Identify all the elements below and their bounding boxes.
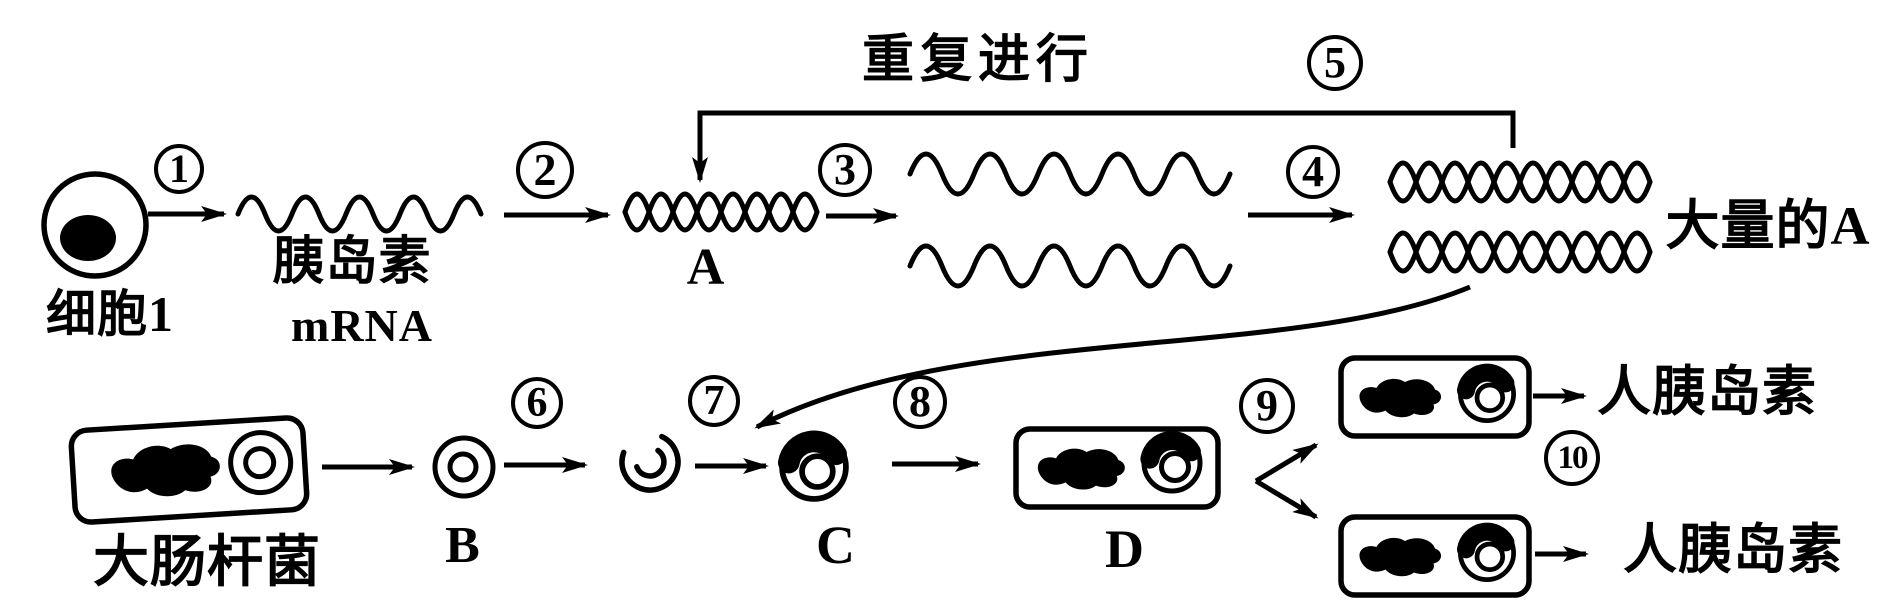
repeat-loop-arrow (692, 110, 1516, 183)
human-insulin-bottom-label: 人胰岛素 (1623, 520, 1843, 580)
daughter-bacterium-bottom-icon (1338, 514, 1532, 598)
mass-of-gene-a-helices-icon (1387, 160, 1653, 274)
insulin-mrna-label-line1: 胰岛素 (272, 234, 432, 291)
human-insulin-top-label: 人胰岛素 (1597, 362, 1817, 422)
step-4-badge: 4 (1286, 145, 1340, 199)
recombinant-c-label: C (816, 515, 856, 575)
cell-1-icon (41, 171, 149, 279)
insulin-mrna-wave-icon (235, 194, 484, 234)
step-7-badge: 7 (688, 375, 740, 427)
step-3-badge: 3 (818, 143, 872, 197)
ecoli-bacterium-icon (68, 415, 310, 525)
plasmid-b-icon (432, 435, 496, 499)
step-9-badge: 9 (1239, 378, 1295, 434)
step-5-badge: 5 (1307, 35, 1363, 91)
separated-dna-strands-icon (907, 151, 1233, 289)
gene-a-transfer-curve-arrow (754, 284, 1471, 430)
step-6-badge: 6 (511, 377, 563, 429)
fork-arrows-step-9 (1254, 442, 1319, 520)
cut-plasmid-icon (619, 433, 681, 493)
insulin-mrna-label-line2: mRNA (291, 300, 433, 351)
engineered-bacterium-d-icon (1013, 429, 1221, 510)
step-8-badge: 8 (893, 375, 947, 429)
daughter-bacterium-top-icon (1338, 355, 1532, 439)
plasmid-b-label: B (445, 517, 481, 574)
step-10-badge: 10 (1544, 430, 1600, 486)
repeat-label: 重复进行 (861, 32, 1095, 89)
step-1-badge: 1 (154, 144, 204, 194)
gene-a-double-helix-icon (622, 191, 820, 233)
cell-1-label: 细胞1 (46, 286, 174, 342)
gene-a-label: A (686, 239, 726, 296)
ecoli-label: 大肠杆菌 (93, 532, 321, 594)
step-2-badge: 2 (516, 141, 574, 199)
mass-of-a-label: 大量的A (1665, 196, 1871, 256)
recombinant-plasmid-c-icon (782, 435, 846, 499)
engineered-d-label: D (1105, 519, 1145, 579)
